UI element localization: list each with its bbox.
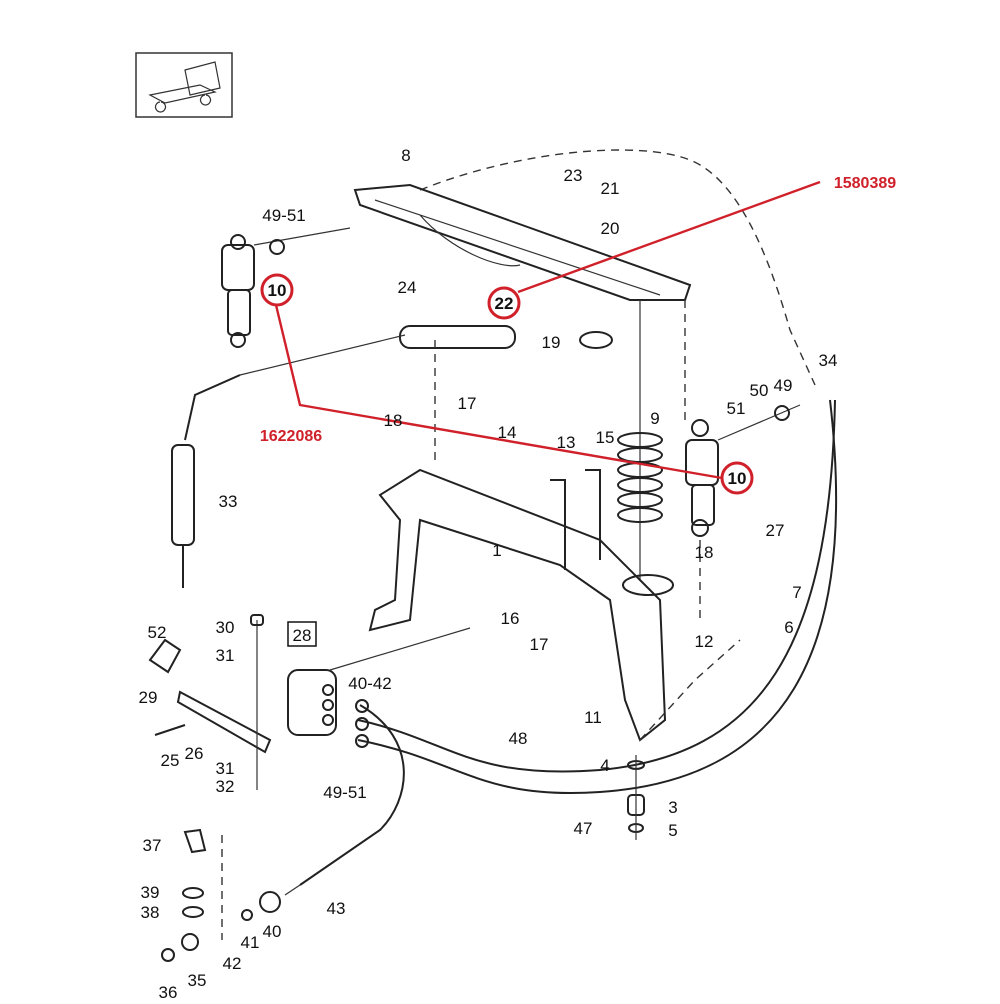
callout-label: 26 [185, 744, 204, 763]
callout-label: 17 [458, 394, 477, 413]
callout-28: 28 [293, 626, 312, 645]
callout-label: 1 [492, 541, 501, 560]
callout-10-left-highlighted[interactable]: 10 [268, 281, 287, 300]
lower-mount-parts [627, 755, 645, 840]
callout-label: 43 [327, 899, 346, 918]
lower-bracket [368, 300, 741, 742]
horizontal-damper [399, 325, 516, 349]
shock-absorber-left [221, 227, 351, 348]
callout-label: 49-51 [323, 783, 366, 802]
callout-label: 35 [188, 971, 207, 990]
part-number-1580389[interactable]: 1580389 [834, 175, 896, 192]
callout-label: 51 [727, 399, 746, 418]
callout-label: 4 [600, 756, 609, 775]
callout-label: 6 [784, 618, 793, 637]
callout-label: 17 [530, 635, 549, 654]
callout-label: 49-51 [262, 206, 305, 225]
callout-label: 24 [398, 278, 417, 297]
valve-block [287, 627, 471, 748]
callout-label: 31 [216, 646, 235, 665]
callout-label: 27 [766, 521, 785, 540]
callout-labels: 8 23 21 20 49-51 24 19 34 50 49 51 9 18 … [139, 146, 838, 1002]
cab-outline [419, 149, 816, 386]
callout-label: 13 [557, 433, 576, 452]
truck-thumbnail-icon [135, 52, 233, 118]
callout-label: 25 [161, 751, 180, 770]
callout-label: 8 [401, 146, 410, 165]
torsion-rod [171, 334, 406, 588]
callout-label: 14 [498, 423, 517, 442]
callout-label: 15 [596, 428, 615, 447]
callout-label: 47 [574, 819, 593, 838]
callout-label: 48 [509, 729, 528, 748]
callout-label: 38 [141, 903, 160, 922]
callout-label: 37 [143, 836, 162, 855]
callout-label: 12 [695, 632, 714, 651]
callout-label: 16 [501, 609, 520, 628]
callout-label: 18 [695, 543, 714, 562]
callout-label: 41 [241, 933, 260, 952]
hydraulic-pipes [284, 399, 838, 896]
lever-arm [148, 614, 272, 790]
callout-28-box [287, 621, 317, 647]
callout-label: 32 [216, 777, 235, 796]
callout-label: 18 [384, 411, 403, 430]
callout-label: 23 [564, 166, 583, 185]
callout-label: 36 [159, 983, 178, 1002]
callout-10-right-highlighted[interactable]: 10 [728, 469, 747, 488]
callout-label: 50 [750, 381, 769, 400]
callout-label: 42 [223, 954, 242, 973]
callout-label: 11 [584, 708, 602, 727]
callout-label: 19 [542, 333, 561, 352]
callout-22-highlighted[interactable]: 22 [495, 294, 514, 313]
part-number-1622086[interactable]: 1622086 [260, 428, 322, 445]
callout-label: 21 [601, 179, 620, 198]
callout-label: 7 [792, 583, 801, 602]
callout-label: 40-42 [348, 674, 391, 693]
callout-label: 33 [219, 492, 238, 511]
callout-label: 9 [650, 409, 659, 428]
callout-label: 30 [216, 618, 235, 637]
part-number-annotations: 10 22 10 1580389 1622086 [260, 175, 896, 495]
fitting-assembly [161, 828, 281, 962]
callout-label: 3 [668, 798, 677, 817]
callout-label: 20 [601, 219, 620, 238]
callout-label: 49 [774, 376, 793, 395]
callout-label: 52 [148, 623, 167, 642]
callout-label: 5 [668, 821, 677, 840]
callout-label: 31 [216, 759, 235, 778]
callout-label: 40 [263, 922, 282, 941]
shock-absorber-right [685, 404, 801, 537]
callout-label: 34 [819, 351, 838, 370]
callout-label: 29 [139, 688, 158, 707]
callout-label: 39 [141, 883, 160, 902]
